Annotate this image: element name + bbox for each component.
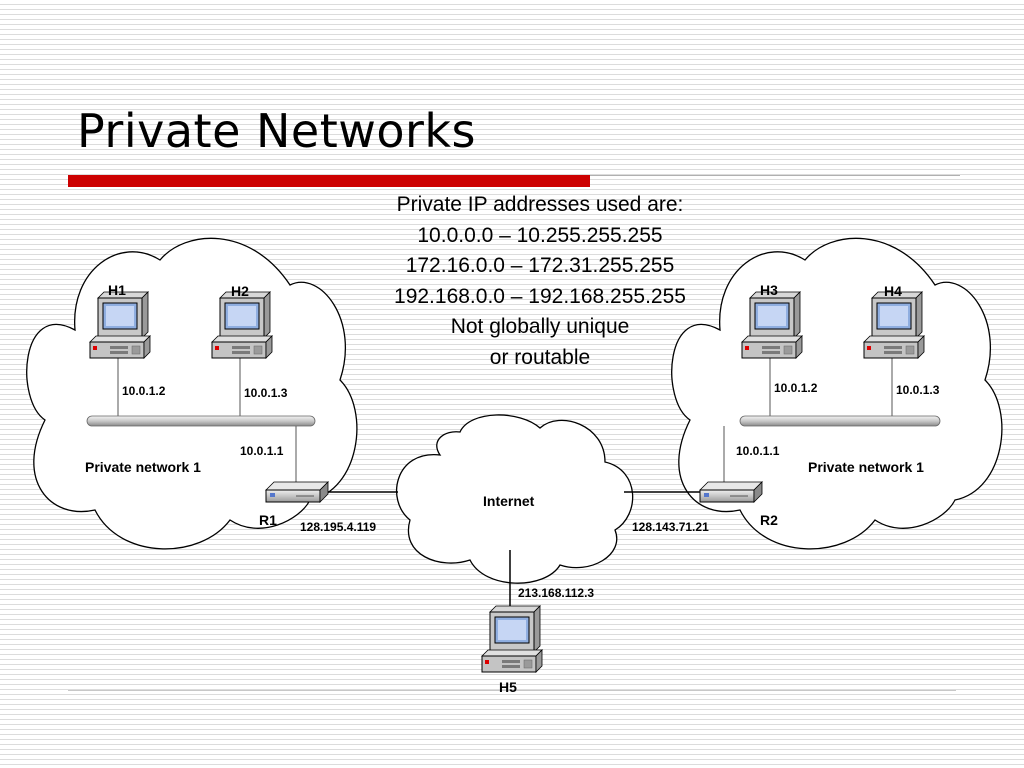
router-r1-outside-ip: 128.195.4.119 (300, 520, 376, 534)
info-line: 192.168.0.0 – 192.168.255.255 (394, 284, 686, 308)
info-line: Not globally unique (450, 315, 630, 338)
host-h2-computer-icon (211, 291, 273, 359)
host-h3-label: H3 (760, 282, 778, 298)
host-h5-ip: 213.168.112.3 (518, 586, 594, 600)
title-underline-rule (590, 175, 960, 176)
info-line: 172.16.0.0 – 172.31.255.255 (405, 254, 675, 277)
host-h4-label: H4 (884, 283, 902, 299)
host-h1-computer-icon (89, 291, 151, 359)
internet-cloud (396, 414, 634, 584)
host-h3-ip: 10.0.1.2 (774, 381, 818, 395)
host-h4-computer-icon (863, 291, 925, 359)
right-lan-bus (739, 415, 941, 427)
footer-rule (68, 690, 956, 691)
info-line: 10.0.0.0 – 10.255.255.255 (417, 223, 663, 247)
host-h2-ip: 10.0.1.3 (244, 386, 288, 400)
host-h2-label: H2 (231, 283, 249, 299)
router-r2-inside-ip: 10.0.1.1 (736, 444, 780, 458)
host-h1-label: H1 (108, 282, 126, 298)
title-underline-accent (68, 175, 590, 187)
private-address-notes: Private IP addresses used are: 10.0.0.0 … (340, 190, 740, 373)
internet-label: Internet (483, 493, 535, 509)
router-r2-icon (699, 481, 763, 503)
router-r1-inside-ip: 10.0.1.1 (240, 444, 284, 458)
host-h5-label: H5 (499, 679, 517, 695)
info-line: Private IP addresses used are: (396, 193, 684, 216)
right-cloud-label: Private network 1 (808, 459, 924, 475)
host-h3-computer-icon (741, 291, 803, 359)
router-r2-outside-ip: 128.143.71.21 (632, 520, 709, 534)
slide-title: Private Networks (77, 104, 477, 158)
left-lan-bus (86, 415, 316, 427)
host-h4-ip: 10.0.1.3 (896, 383, 940, 397)
left-cloud-label: Private network 1 (85, 459, 201, 475)
info-line: or routable (489, 345, 591, 369)
host-h1-ip: 10.0.1.2 (122, 384, 166, 398)
host-h5-computer-icon (481, 605, 543, 673)
router-r1-label: R1 (259, 512, 277, 528)
router-r2-label: R2 (760, 512, 778, 528)
router-r1-icon (265, 481, 329, 503)
